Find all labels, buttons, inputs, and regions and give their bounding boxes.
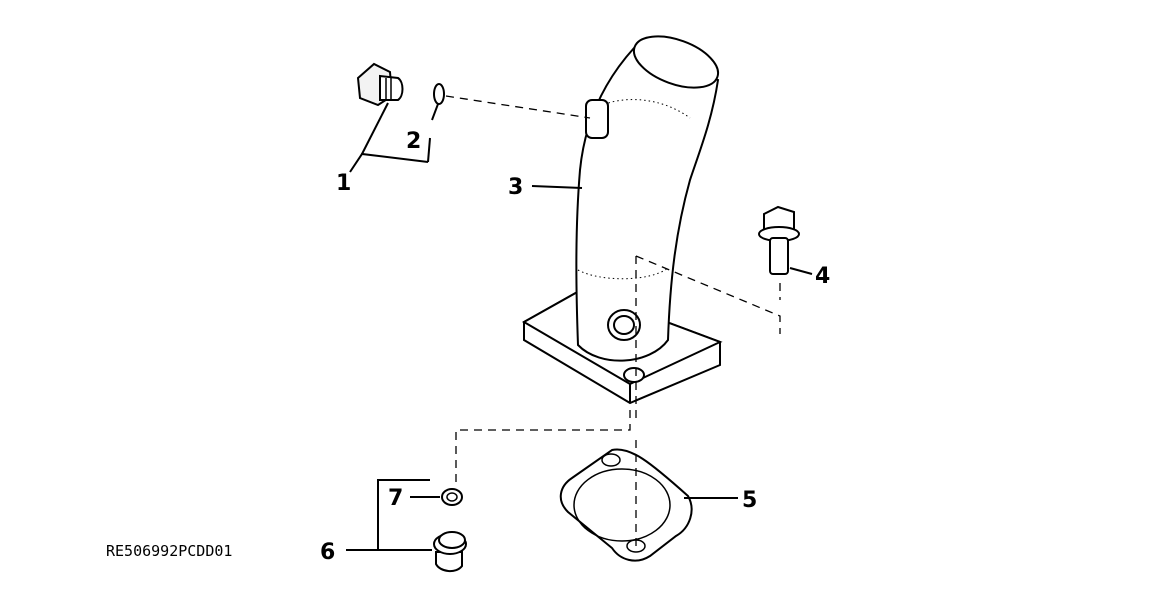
assembly-lines — [445, 95, 781, 550]
callout-3: 3 — [508, 175, 523, 200]
callout-7: 7 — [388, 486, 403, 511]
callout-1: 1 — [336, 171, 351, 196]
callout-2: 2 — [406, 129, 421, 154]
callout-5: 5 — [742, 488, 757, 513]
leader-lines — [346, 102, 813, 551]
drain-plug-part-6 — [433, 531, 467, 572]
o-ring-part-2 — [433, 83, 445, 105]
elbow-pipe-part-3 — [521, 35, 723, 405]
flange-bolt-part-4 — [758, 205, 800, 275]
drawing-code: RE506992PCDD01 — [106, 542, 232, 560]
gasket-part-5 — [559, 448, 693, 562]
callout-6: 6 — [320, 540, 335, 565]
plug-part-1 — [356, 62, 404, 107]
callout-4: 4 — [815, 264, 830, 289]
washer-part-7 — [441, 488, 463, 506]
